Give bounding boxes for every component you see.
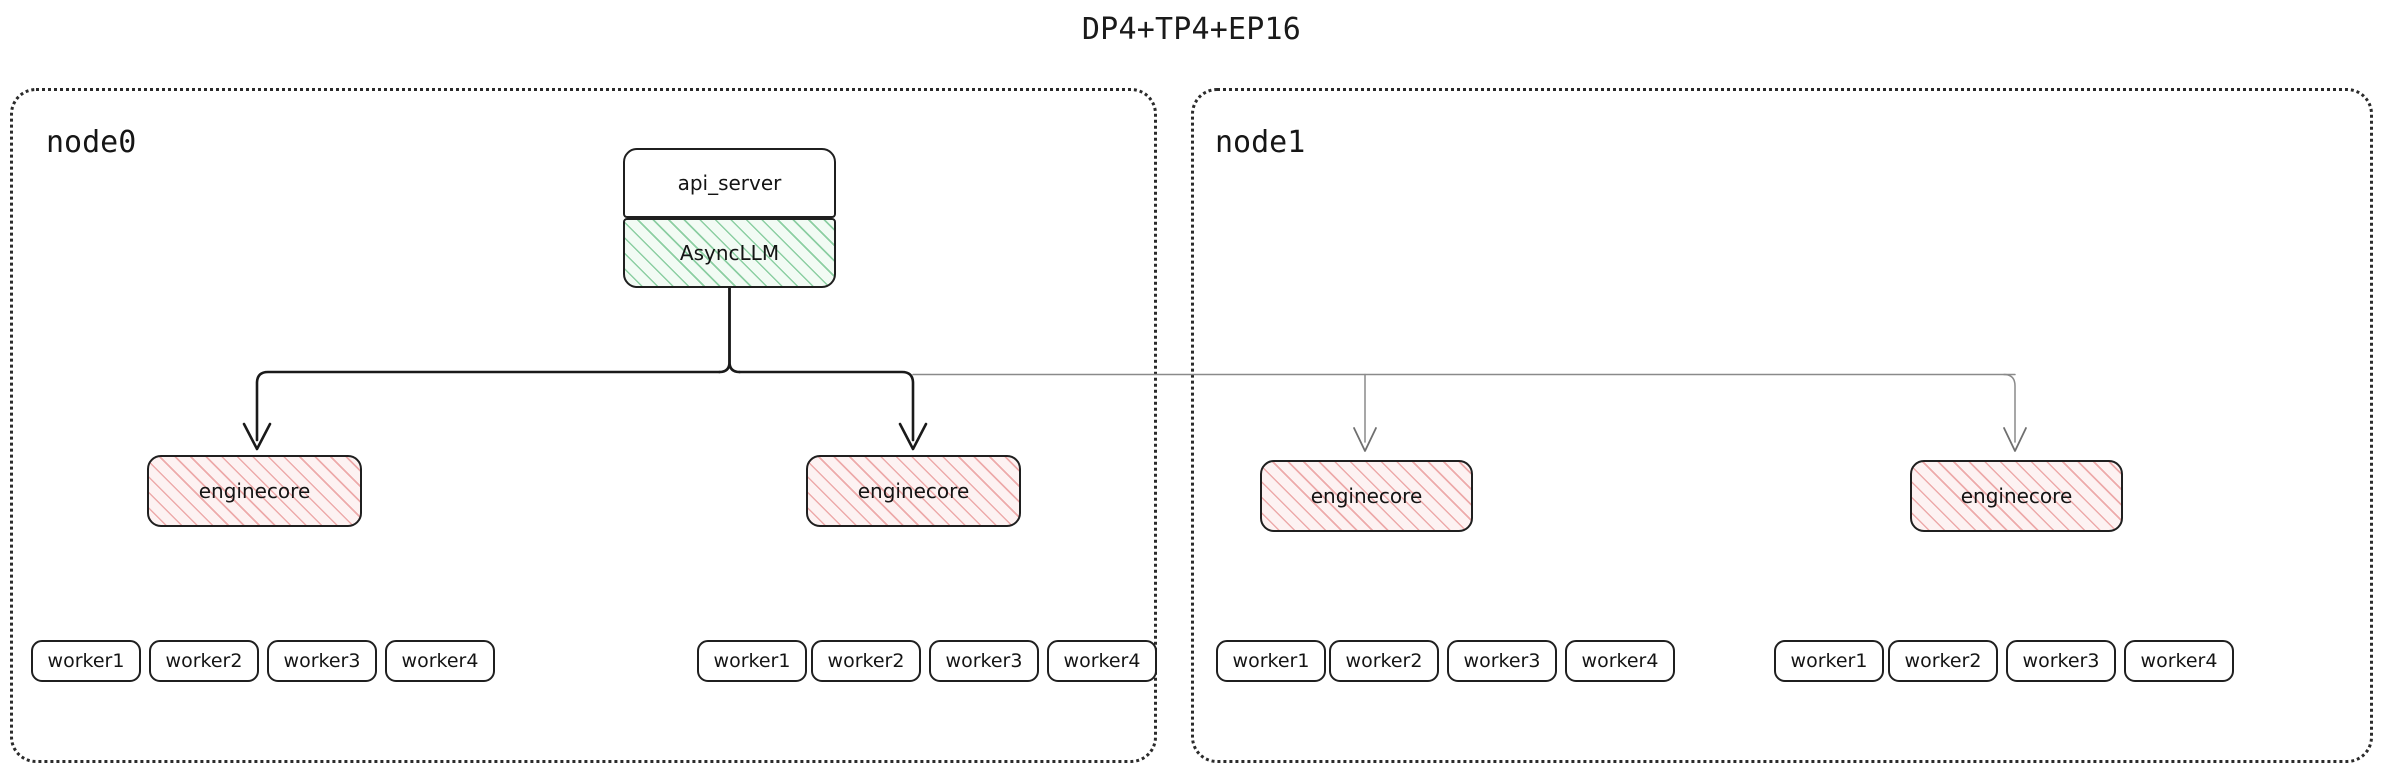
worker-box[interactable]: worker1 [697,640,807,682]
worker-label: worker3 [1463,650,1541,672]
worker-label: worker1 [713,650,791,672]
api-server-label: api_server [677,171,782,195]
worker-label: worker4 [1581,650,1659,672]
node-container-node0 [10,88,1157,763]
worker-label: worker4 [2140,650,2218,672]
worker-label: worker1 [47,650,125,672]
enginecore-label: enginecore [198,479,311,503]
enginecore-label: enginecore [1960,484,2073,508]
worker-box[interactable]: worker3 [929,640,1039,682]
worker-box[interactable]: worker2 [1329,640,1439,682]
enginecore-box[interactable]: enginecore [147,455,362,527]
worker-box[interactable]: worker2 [811,640,921,682]
async-llm-label: AsyncLLM [679,241,780,265]
worker-label: worker3 [945,650,1023,672]
worker-box[interactable]: worker3 [267,640,377,682]
async-llm-box[interactable]: AsyncLLM [623,218,836,288]
enginecore-label: enginecore [857,479,970,503]
worker-box[interactable]: worker4 [2124,640,2234,682]
node-label-node1: node1 [1215,125,1306,160]
enginecore-box[interactable]: enginecore [1910,460,2123,532]
worker-label: worker4 [1063,650,1141,672]
enginecore-box[interactable]: enginecore [1260,460,1473,532]
api-server-box[interactable]: api_server [623,148,836,218]
node-label-node0: node0 [46,125,137,160]
worker-label: worker2 [827,650,905,672]
worker-box[interactable]: worker4 [385,640,495,682]
enginecore-box[interactable]: enginecore [806,455,1021,527]
worker-box[interactable]: worker3 [1447,640,1557,682]
worker-box[interactable]: worker1 [1774,640,1884,682]
worker-label: worker3 [283,650,361,672]
worker-label: worker1 [1790,650,1868,672]
worker-box[interactable]: worker2 [1888,640,1998,682]
worker-box[interactable]: worker2 [149,640,259,682]
worker-label: worker4 [401,650,479,672]
diagram-title: DP4+TP4+EP16 [1081,12,1302,47]
worker-box[interactable]: worker4 [1047,640,1157,682]
worker-label: worker2 [1345,650,1423,672]
worker-box[interactable]: worker4 [1565,640,1675,682]
worker-box[interactable]: worker1 [31,640,141,682]
node-container-node1 [1191,88,2373,763]
worker-label: worker2 [1904,650,1982,672]
worker-label: worker2 [165,650,243,672]
worker-label: worker3 [2022,650,2100,672]
worker-box[interactable]: worker3 [2006,640,2116,682]
worker-label: worker1 [1232,650,1310,672]
worker-box[interactable]: worker1 [1216,640,1326,682]
enginecore-label: enginecore [1310,484,1423,508]
